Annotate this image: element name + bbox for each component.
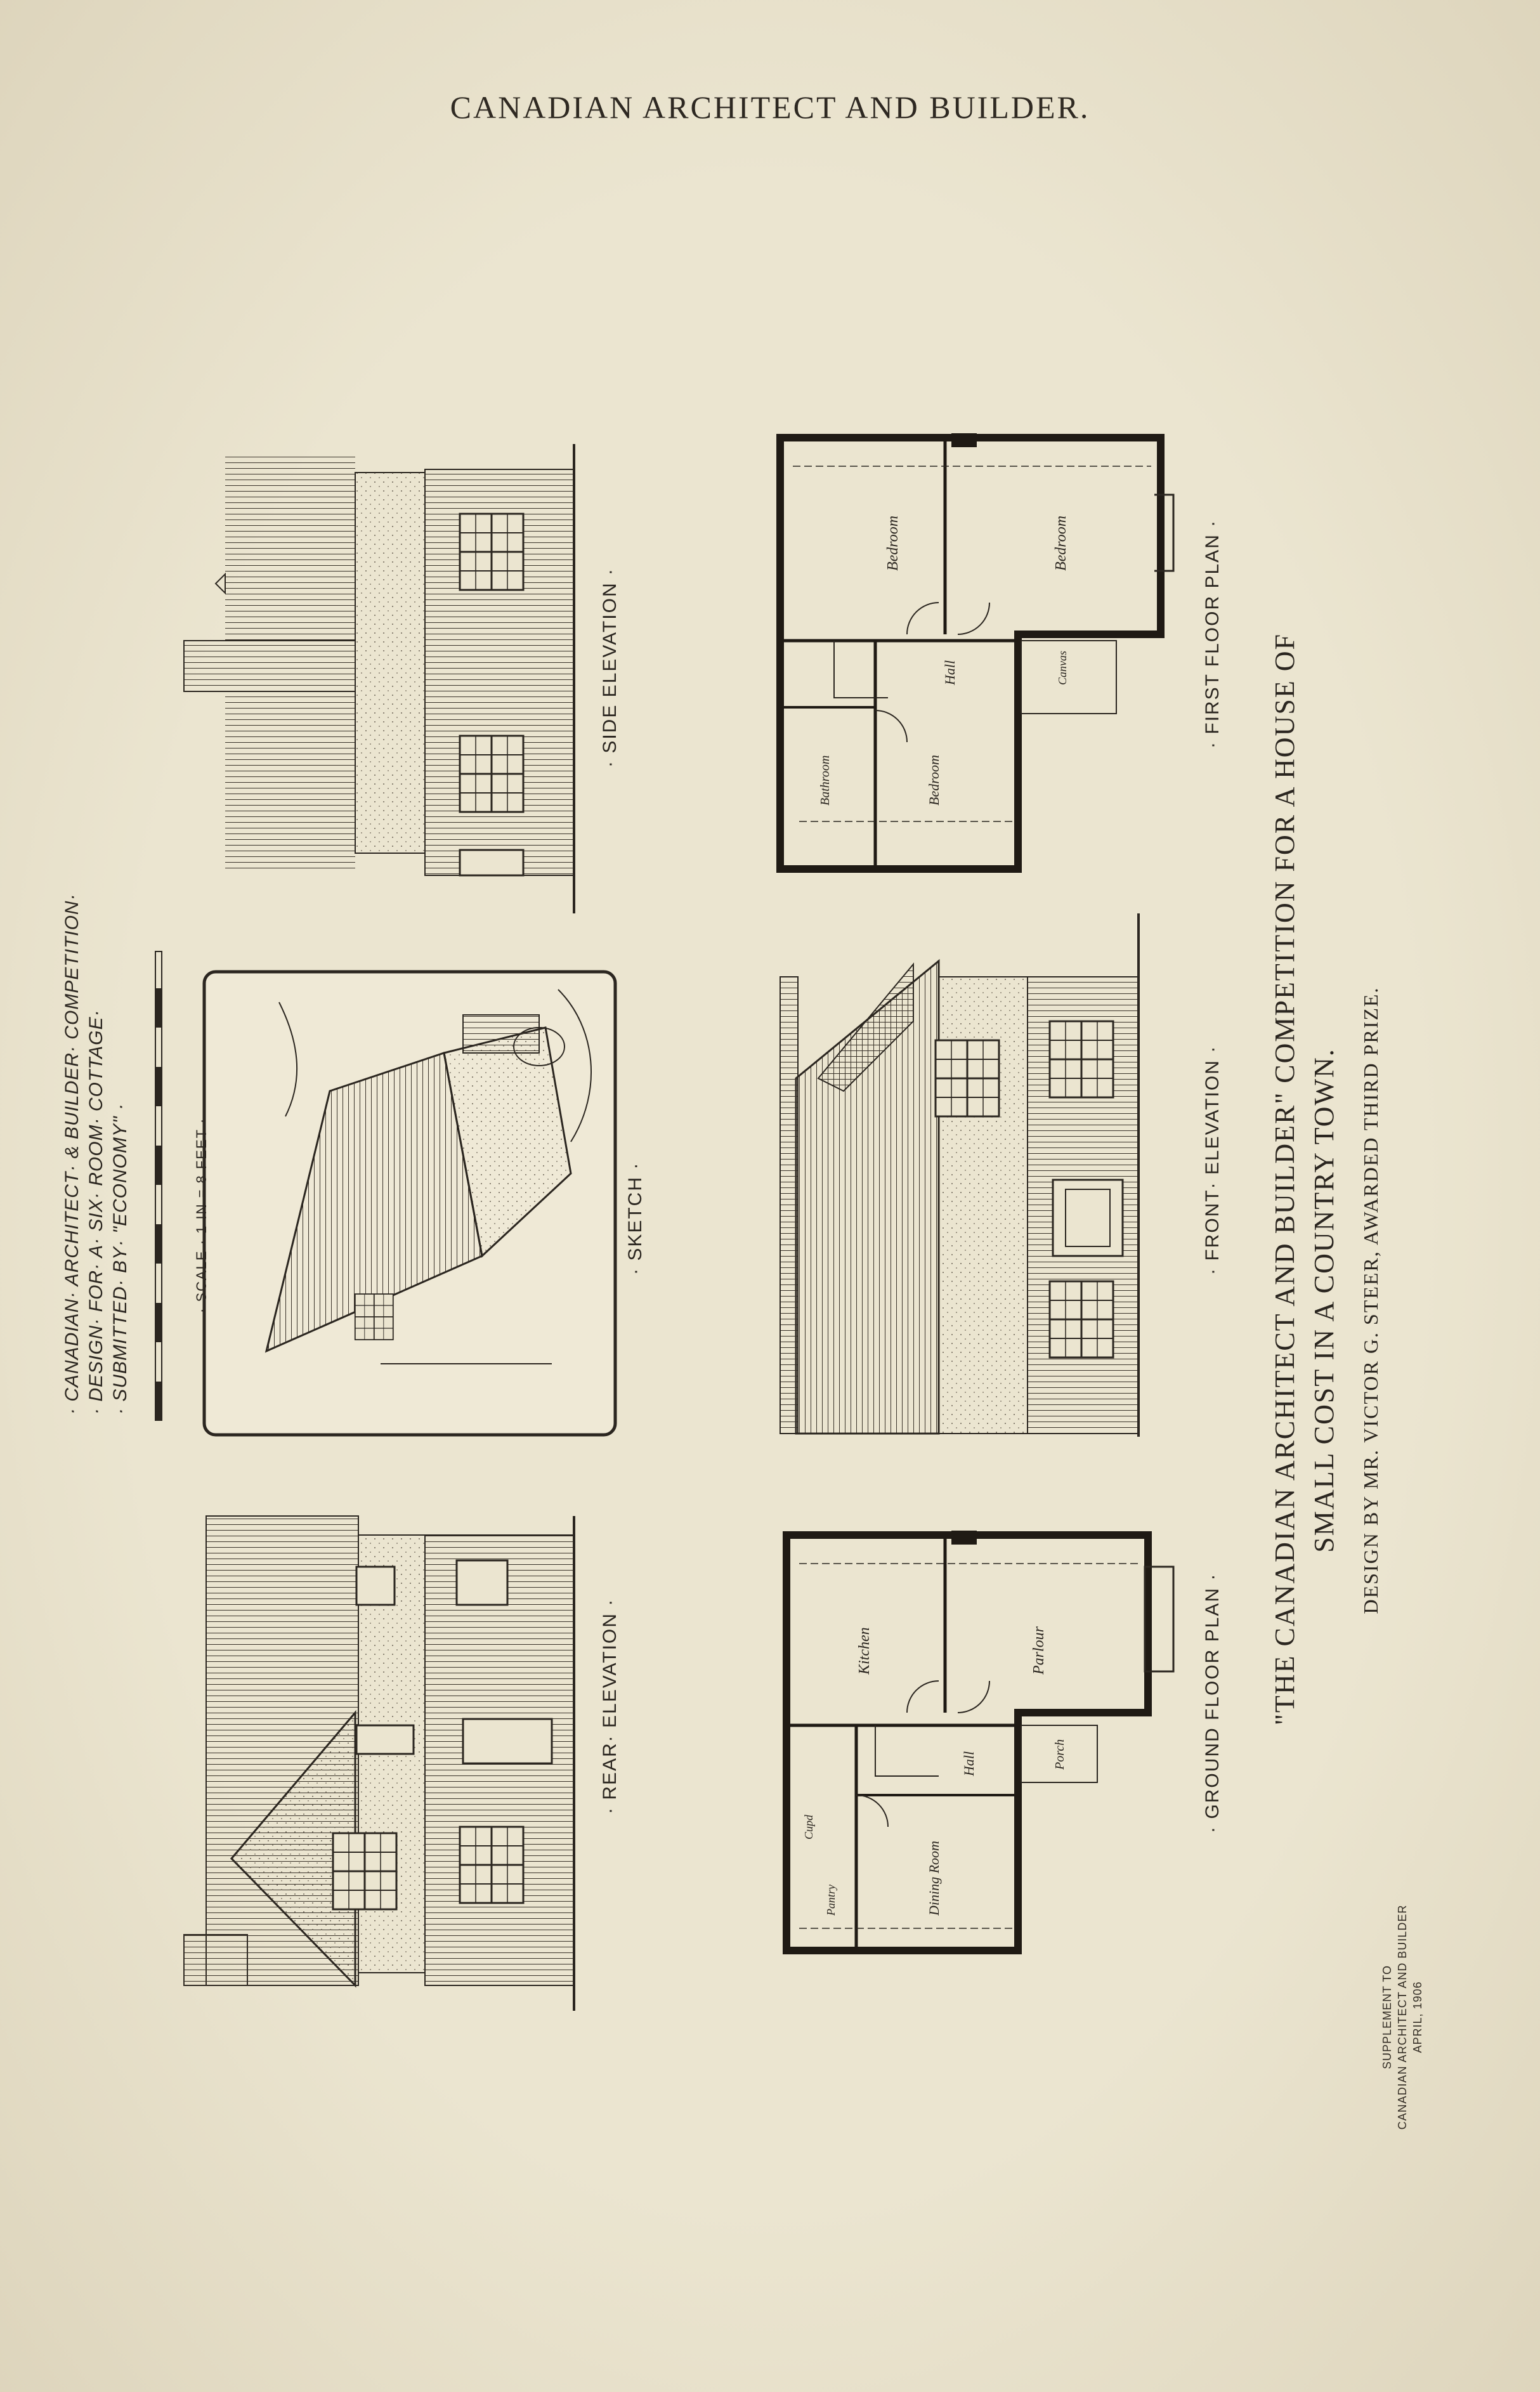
room-label-bedroom-1: Bedroom (885, 515, 901, 571)
room-label-dining-room: Dining Room (926, 1841, 942, 1916)
label-rear-elevation: · REAR· ELEVATION · (599, 1598, 620, 1814)
title-line-1: · CANADIAN· ARCHITECT· & BUILDER· COMPET… (62, 893, 82, 1415)
label-sketch: · SKETCH · (625, 1161, 646, 1275)
competition-title-block: · CANADIAN· ARCHITECT· & BUILDER· COMPET… (60, 893, 133, 1415)
room-label-bedroom-2: Bedroom (1053, 515, 1069, 571)
room-label-cupd: Cupd (802, 1814, 815, 1840)
sketch-drawing (202, 970, 617, 1437)
front-elevation-drawing (780, 913, 1140, 1437)
room-label-hall-first: Hall (942, 660, 958, 685)
page-header: CANADIAN ARCHITECT AND BUILDER. (450, 89, 1090, 125)
room-label-canvas: Canvas (1056, 651, 1069, 685)
title-line-3: · SUBMITTED· BY· "ECONOMY" · (110, 1103, 131, 1415)
room-label-bathroom: Bathroom (818, 755, 832, 806)
plate-caption: "THE CANADIAN ARCHITECT AND BUILDER" COM… (1265, 633, 1383, 1725)
supplement-line-1: SUPPLEMENT TO (1381, 1964, 1393, 2070)
scale-bar-graphic (155, 951, 162, 1421)
caption-line-1: "THE CANADIAN ARCHITECT AND BUILDER" COM… (1269, 633, 1300, 1725)
room-label-hall-ground: Hall (961, 1751, 977, 1776)
caption-credit: DESIGN BY MR. VICTOR G. STEER, AWARDED T… (1359, 986, 1382, 1614)
caption-line-2: SMALL COST IN A COUNTRY TOWN. (1308, 1048, 1340, 1553)
title-line-2: · DESIGN· FOR· A· SIX· ROOM· COTTAGE· (86, 1009, 107, 1415)
supplement-line-3: APRIL, 1906 (1411, 1981, 1424, 2053)
room-label-parlour: Parlour (1031, 1626, 1047, 1675)
room-label-bedroom-3: Bedroom (926, 755, 942, 806)
rear-elevation-drawing (183, 1515, 575, 2011)
label-first-floor-plan: · FIRST FLOOR PLAN · (1202, 519, 1223, 748)
scale-label: · SCALE · 1 IN = 8 FEET · (193, 1117, 209, 1313)
scale-bar: · SCALE · 1 IN = 8 FEET · (152, 939, 210, 1421)
label-ground-floor-plan: · GROUND FLOOR PLAN · (1202, 1572, 1223, 1833)
room-label-pantry: Pantry (825, 1885, 837, 1916)
supplement-stamp: SUPPLEMENT TO CANADIAN ARCHITECT AND BUI… (1380, 1878, 1425, 2157)
ground-floor-plan-drawing (783, 1531, 1175, 1954)
supplement-line-2: CANADIAN ARCHITECT AND BUILDER (1396, 1904, 1409, 2130)
label-front-elevation: · FRONT· ELEVATION · (1202, 1045, 1223, 1275)
first-floor-plan-drawing (776, 433, 1175, 873)
room-label-porch: Porch (1053, 1739, 1067, 1770)
label-side-elevation: · SIDE ELEVATION · (599, 568, 620, 768)
side-elevation-drawing (183, 444, 575, 913)
room-label-kitchen: Kitchen (856, 1627, 873, 1675)
